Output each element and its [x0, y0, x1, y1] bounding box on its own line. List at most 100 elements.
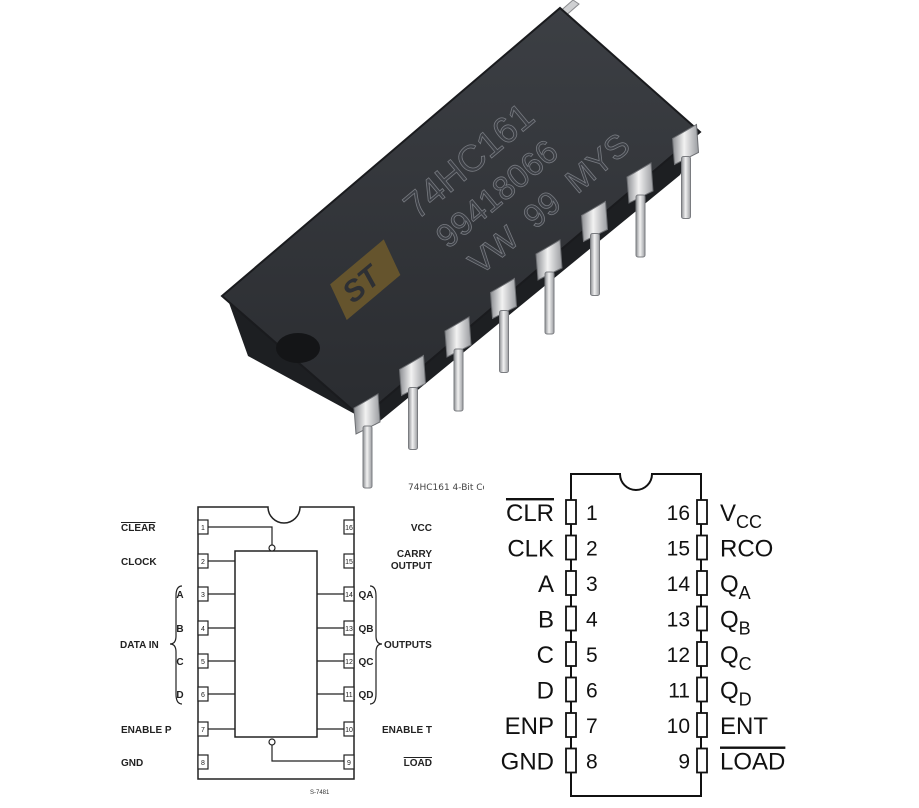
pin-label: QC — [720, 642, 752, 674]
front-pin-row — [353, 123, 700, 489]
pin-box-right — [696, 570, 708, 596]
pin-label: C — [537, 642, 554, 669]
pin-label: QA — [359, 590, 374, 601]
pin-label-line2: OUTPUT — [391, 561, 432, 572]
pin-label: A — [176, 590, 183, 601]
pin-label: QA — [720, 571, 751, 603]
load-wire — [271, 745, 345, 762]
pin-label: QD — [720, 678, 752, 710]
pin-label: LOAD — [404, 758, 432, 769]
pin-label: QD — [359, 690, 374, 701]
left-inner-block — [234, 550, 318, 738]
pin-label: C — [176, 657, 183, 668]
pin-number: 12 — [667, 644, 690, 667]
pin-number: 15 — [345, 559, 353, 566]
pin-box-right — [696, 641, 708, 667]
pin-box-right — [343, 519, 355, 535]
pin-label: RCO — [720, 536, 773, 563]
pin-number: 11 — [345, 692, 352, 699]
pin-number: 9 — [347, 760, 351, 767]
clear-bubble — [268, 544, 276, 552]
front-pin — [444, 316, 472, 412]
pin-number: 6 — [201, 692, 205, 699]
pin-box-right — [343, 754, 355, 770]
pin-number: 4 — [201, 626, 205, 633]
front-pin — [398, 354, 427, 450]
pin-box-right — [696, 534, 708, 561]
pin-label: ENP — [505, 713, 554, 740]
pin-label: CARRY — [397, 549, 433, 560]
pin-box-right — [696, 712, 708, 738]
pin-box-left — [565, 641, 577, 667]
pin-number: 9 — [678, 751, 690, 774]
pin-box-left — [565, 499, 577, 525]
data-in-brace — [169, 585, 183, 705]
pin-number: 1 — [201, 525, 205, 532]
front-pin — [580, 200, 609, 296]
pin-label: VCC — [411, 523, 432, 534]
pin-number: 10 — [345, 727, 353, 734]
diagram-footer-code: S-7481 — [310, 790, 330, 796]
pin-box-left — [197, 519, 209, 535]
pin-number: 7 — [586, 715, 598, 738]
pin-box-left — [565, 534, 577, 561]
pin-box-left — [565, 570, 577, 596]
front-pin — [535, 239, 563, 335]
pin-label: CLOCK — [121, 557, 157, 568]
left-outer-package — [197, 506, 355, 780]
pin-number: 5 — [586, 644, 598, 667]
pin-number: 3 — [201, 592, 205, 599]
chip-photo: ST 74HC161 99418066 VW 99 MYS — [220, 0, 702, 489]
pin-label: ENABLE T — [382, 725, 432, 736]
pin-number: 2 — [586, 538, 598, 561]
pin-number: 15 — [667, 538, 690, 561]
pin-number: 7 — [201, 727, 205, 734]
data-in-label: DATA IN — [120, 640, 159, 651]
pin-number: 6 — [586, 680, 598, 703]
load-bubble — [268, 738, 276, 746]
pin-number: 13 — [345, 626, 353, 633]
pin-label: B — [176, 624, 183, 635]
pin-box-right — [343, 553, 355, 569]
pin-number: 5 — [201, 659, 205, 666]
pin-box-right — [696, 676, 708, 703]
pin-number: 14 — [345, 592, 353, 599]
pin-label: ENABLE P — [121, 725, 172, 736]
pin-label: GND — [121, 758, 143, 769]
pin-box-left — [565, 712, 577, 738]
pin-number: 8 — [586, 751, 598, 774]
pin-label: A — [538, 571, 554, 598]
pin-number: 4 — [586, 609, 598, 632]
pin1-notch — [276, 333, 320, 363]
pin-number: 13 — [667, 609, 690, 632]
right-outer-package — [570, 473, 702, 797]
pin-box-left — [565, 605, 577, 632]
pin-number: 2 — [201, 559, 205, 566]
pin-label: GND — [501, 749, 554, 776]
outputs-label: OUTPUTS — [384, 640, 432, 651]
pin-number: 12 — [345, 659, 353, 666]
front-pin — [489, 277, 518, 373]
pin-label: D — [176, 690, 183, 701]
pin-box-right — [696, 747, 708, 774]
pin-label: CLK — [507, 536, 554, 563]
clear-wire — [208, 526, 273, 546]
pin-number: 8 — [201, 760, 205, 767]
pin-number: 14 — [667, 573, 691, 596]
pin-box-left — [197, 754, 209, 770]
front-pin — [353, 393, 381, 489]
pin-box-right — [696, 499, 708, 525]
pin-box-left — [565, 676, 577, 703]
pin-label: CLEAR — [121, 523, 156, 534]
pin-label: LOAD — [720, 749, 785, 776]
pin-label: D — [537, 678, 554, 705]
front-pin — [626, 162, 654, 258]
chip-body-top — [220, 6, 702, 420]
front-pin — [671, 123, 700, 219]
pin-number: 3 — [586, 573, 598, 596]
